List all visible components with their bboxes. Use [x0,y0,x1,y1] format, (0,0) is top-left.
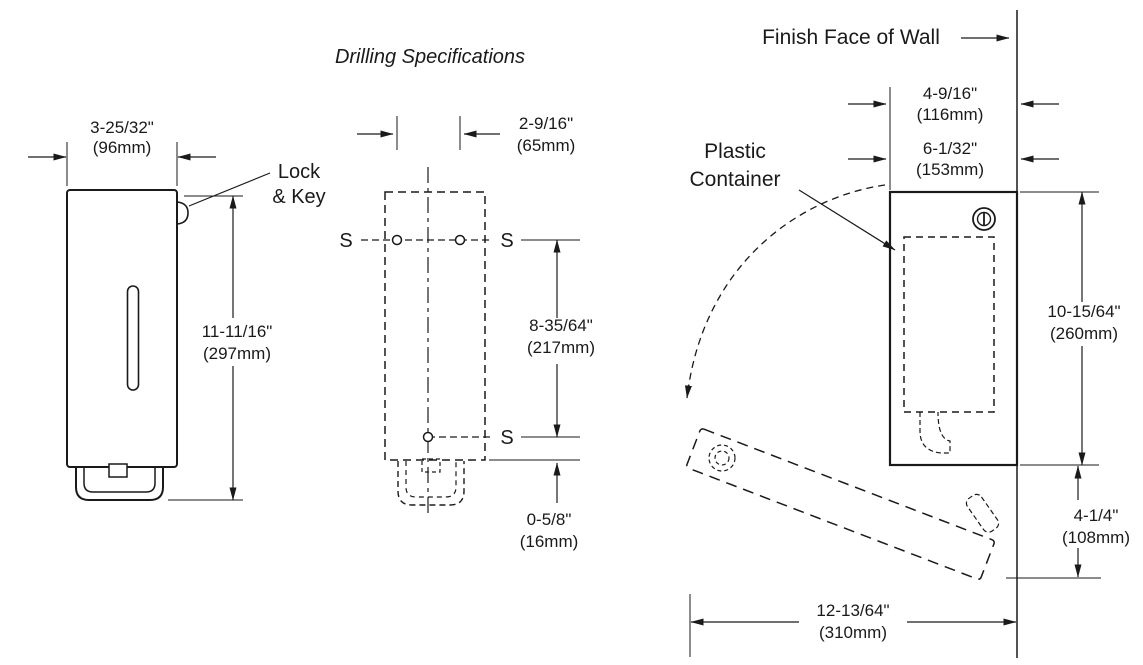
screw-hole [391,234,403,246]
open-door-outline-dashed [686,428,995,580]
hole-spacing-dimension-mm: (65mm) [517,136,576,155]
screw-hole [422,431,434,443]
depth-dimension: 4-9/16" [923,84,977,103]
side-view: Finish Face of Wall Plastic Container 4-… [684,10,1130,658]
sight-window-slot [126,285,140,391]
depth-open-dimension-mm: (153mm) [916,160,984,179]
hole-vertical-dimension-mm: (217mm) [527,338,595,357]
front-view: 3-25/32" (96mm) 11-11/16" (297mm) Lock &… [28,118,326,501]
cabinet-height-dimension: 10-15/64" [1047,302,1120,321]
lock-key-leader-line [188,172,271,207]
cabinet-lock [972,207,996,231]
lock-key-label: Lock [278,161,321,183]
below-clearance-dimension-mm: (108mm) [1062,528,1130,547]
container-leader-arrow [798,189,896,251]
open-door-lock-dashed [708,444,736,472]
front-width-dimension: 3-25/32" [90,118,154,137]
depth-open-dimension: 6-1/32" [923,139,977,158]
lock-tab [176,201,189,225]
dispenser-body [66,189,178,468]
front-height-dimension-mm: (297mm) [203,344,271,363]
screw-marker-left: S [339,230,352,252]
push-bar-outer [75,467,164,501]
push-bar-inner [83,467,156,493]
depth-dimension-mm: (116mm) [917,105,984,124]
open-clearance-dimension-mm: (310mm) [819,623,887,642]
lock-key-label-2: & Key [272,186,325,208]
spout-outline-dashed [397,461,465,506]
open-door-spout-dashed [965,493,1000,533]
wall-label: Finish Face of Wall [762,26,940,49]
spout-inner-dashed [405,461,457,498]
screw-hole [454,234,466,246]
door-swing-arc [684,184,886,399]
hole-vertical-dimension: 8-35/64" [529,316,593,335]
container-label: Plastic [704,140,766,163]
open-clearance-dimension: 12-13/64" [816,601,889,620]
cabinet-body [888,190,1019,467]
screw-marker-bottom: S [500,427,513,449]
bottom-offset-dimension: 0-5/8" [527,510,572,529]
drilling-specifications: Drilling Specifications S S S 2-9/16" (6… [335,46,595,551]
spout-notch-dashed [421,458,441,473]
open-door-lock-inner-dashed [714,450,730,466]
cabinet-height-dimension-mm: (260mm) [1050,324,1118,343]
hole-spacing-dimension: 2-9/16" [519,114,573,133]
pump-tube-dashed [919,411,951,454]
screw-marker-right: S [500,230,513,252]
container-label-2: Container [689,168,780,191]
mounting-outline-dashed [384,191,486,461]
front-width-dimension-mm: (96mm) [93,138,152,157]
front-height-dimension: 11-11/16" [202,322,273,341]
spout-notch [108,463,128,478]
drilling-title: Drilling Specifications [335,46,525,68]
bottom-offset-dimension-mm: (16mm) [520,532,579,551]
below-clearance-dimension: 4-1/4" [1074,506,1119,525]
